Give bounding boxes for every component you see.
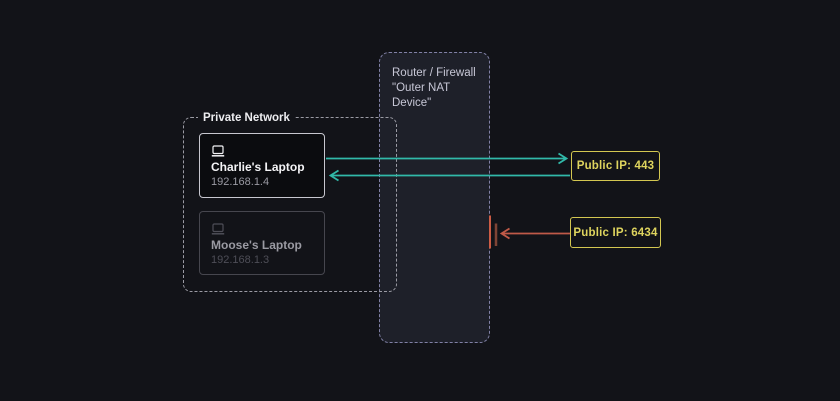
router-firewall-group: Router / Firewall "Outer NAT Device": [379, 52, 490, 343]
router-title: Router / Firewall: [392, 67, 476, 79]
router-firewall-label: Router / Firewall "Outer NAT Device": [380, 53, 489, 111]
device-card-charlies-laptop: Charlie's Laptop 192.168.1.4: [199, 133, 325, 198]
arrow-left-head-icon: [499, 227, 510, 240]
arrow-right-head-icon: [558, 152, 569, 165]
arrow-inbound-blocked: [489, 215, 570, 249]
public-ip-6434-label: Public IP: 6434: [573, 226, 658, 239]
router-subtitle: "Outer NAT Device": [392, 82, 450, 109]
private-network-group: Private Network: [183, 110, 397, 292]
device-ip: 192.168.1.4: [211, 176, 270, 188]
laptop-icon: [211, 222, 313, 235]
device-name: Charlie's Laptop: [211, 160, 305, 174]
device-card-mooses-laptop: Moose's Laptop 192.168.1.3: [199, 211, 325, 275]
laptop-icon: [211, 144, 313, 157]
public-ip-443-box: Public IP: 443: [571, 151, 660, 181]
public-ip-443-label: Public IP: 443: [576, 160, 655, 172]
device-ip: 192.168.1.3: [211, 254, 270, 266]
private-network-label: Private Network: [198, 110, 295, 126]
public-ip-6434-box: Public IP: 6434: [570, 217, 661, 248]
device-name: Moose's Laptop: [211, 238, 302, 252]
